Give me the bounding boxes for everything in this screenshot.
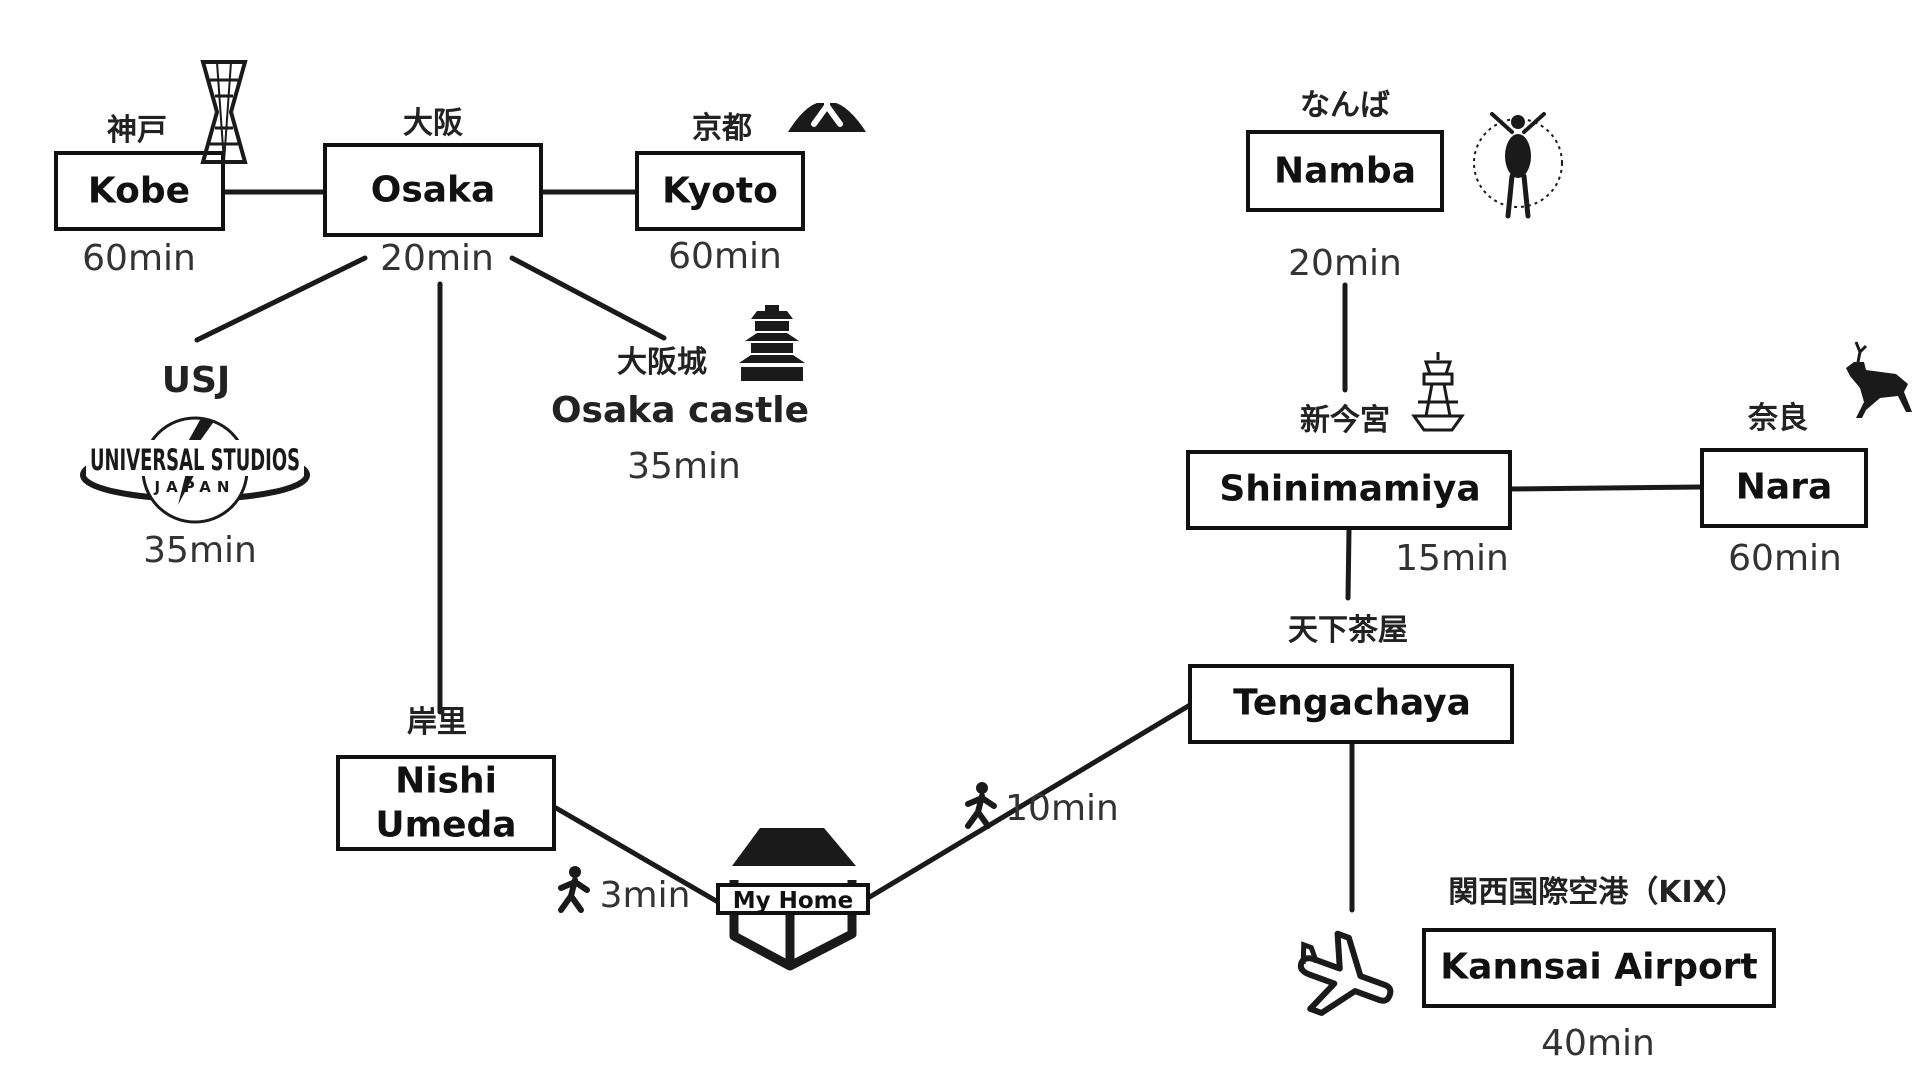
station-kansai-airport: 関西国際空港（KIX） Kannsai Airport 40min — [1297, 875, 1776, 1064]
my-home: My Home — [716, 828, 870, 971]
tengachaya-jp-label: 天下茶屋 — [1288, 613, 1408, 648]
station-osaka-castle: 大阪城 Osaka castle 35min — [551, 305, 809, 487]
walk-home-tengachaya: 10min — [965, 782, 1119, 829]
station-osaka: 大阪 Osaka 20min — [323, 106, 543, 279]
station-tengachaya: 天下茶屋 Tengachaya — [1188, 613, 1514, 744]
walking-person-icon — [558, 866, 590, 913]
namba-time: 20min — [1288, 243, 1402, 284]
osaka-castle-time: 35min — [627, 446, 741, 487]
nara-label: Nara — [1736, 467, 1832, 508]
usj-logo-top: UNIVERSAL STUDIOS — [90, 443, 300, 477]
osaka-castle-icon — [739, 305, 805, 381]
kansai-box — [1422, 928, 1776, 1008]
kyoto-jp-label: 京都 — [692, 111, 752, 146]
edge-osaka-castle — [509, 255, 667, 341]
nishi-umeda-label-line2: Umeda — [375, 805, 516, 846]
usj-time: 35min — [143, 530, 257, 571]
osaka-castle-jp-label: 大阪城 — [617, 345, 707, 380]
tengachaya-label: Tengachaya — [1233, 683, 1471, 724]
tengachaya-box — [1188, 664, 1514, 744]
station-nara: 奈良 Nara 60min — [1700, 341, 1912, 579]
station-kyoto: 京都 Kyoto 60min — [635, 85, 866, 277]
station-kobe: 神戸 Kobe 60min — [54, 60, 248, 279]
glico-runner-icon — [1473, 112, 1563, 219]
kobe-box — [54, 151, 225, 231]
walk-3min-time: 3min — [600, 875, 691, 916]
nara-box — [1700, 448, 1868, 528]
kobe-label: Kobe — [88, 171, 190, 212]
station-namba: なんば Namba 20min — [1246, 88, 1563, 284]
edge-nishiumeda-home — [553, 805, 721, 905]
nishi-umeda-box — [336, 755, 556, 851]
usj-label: USJ — [162, 360, 231, 401]
kobe-time: 60min — [82, 238, 196, 279]
osaka-label: Osaka — [371, 170, 496, 211]
station-nishi-umeda: 岸里 Nishi Umeda — [336, 705, 556, 851]
kyoto-box — [635, 151, 805, 231]
namba-box — [1246, 130, 1444, 212]
kyoto-label: Kyoto — [662, 171, 778, 212]
nishi-umeda-jp-label: 岸里 — [407, 705, 467, 740]
walk-nishi-umeda-home: 3min — [558, 866, 691, 916]
tsutenkaku-icon — [1411, 352, 1465, 432]
namba-jp-label: なんば — [1300, 88, 1390, 123]
home-label: My Home — [733, 888, 854, 914]
connection-lines — [194, 189, 1705, 913]
station-usj: USJ UNIVERSAL STUDIOS JAPAN 35min — [80, 360, 310, 571]
nishi-umeda-label-line1: Nishi — [395, 761, 497, 802]
kyoto-time: 60min — [668, 236, 782, 277]
osaka-castle-label: Osaka castle — [551, 390, 809, 431]
station-shinimamiya: 新今宮 Shinimamiya 15min — [1186, 352, 1512, 579]
kobe-tower-icon — [200, 60, 248, 164]
kansai-jp-label: 関西国際空港（KIX） — [1448, 875, 1746, 910]
universal-studios-logo: UNIVERSAL STUDIOS JAPAN — [80, 416, 310, 524]
walk-10min-time: 10min — [1005, 788, 1119, 829]
kansai-label: Kannsai Airport — [1440, 947, 1757, 988]
osaka-time: 20min — [380, 238, 494, 279]
usj-logo-bottom: JAPAN — [154, 478, 236, 496]
kobe-jp-label: 神戸 — [107, 113, 167, 148]
namba-label: Namba — [1274, 151, 1416, 192]
edge-shinimamiya-tengachaya — [1345, 527, 1352, 601]
nara-jp-label: 奈良 — [1747, 401, 1808, 436]
daimonji-icon — [788, 85, 866, 132]
deer-icon — [1846, 341, 1912, 418]
shinimamiya-time: 15min — [1395, 538, 1509, 579]
kansai-time: 40min — [1541, 1023, 1655, 1064]
shinimamiya-label: Shinimamiya — [1219, 469, 1480, 510]
edge-home-tengachaya — [865, 702, 1193, 901]
osaka-jp-label: 大阪 — [403, 106, 463, 141]
walking-person-icon — [965, 782, 997, 829]
home-label-box — [716, 883, 870, 915]
airplane-icon — [1297, 930, 1394, 1016]
edge-shinimamiya-nara — [1507, 484, 1705, 492]
edge-osaka-usj — [194, 255, 368, 343]
osaka-box — [323, 143, 543, 237]
shinimamiya-jp-label: 新今宮 — [1300, 403, 1390, 438]
nara-time: 60min — [1728, 538, 1842, 579]
shinimamiya-box — [1186, 450, 1512, 530]
